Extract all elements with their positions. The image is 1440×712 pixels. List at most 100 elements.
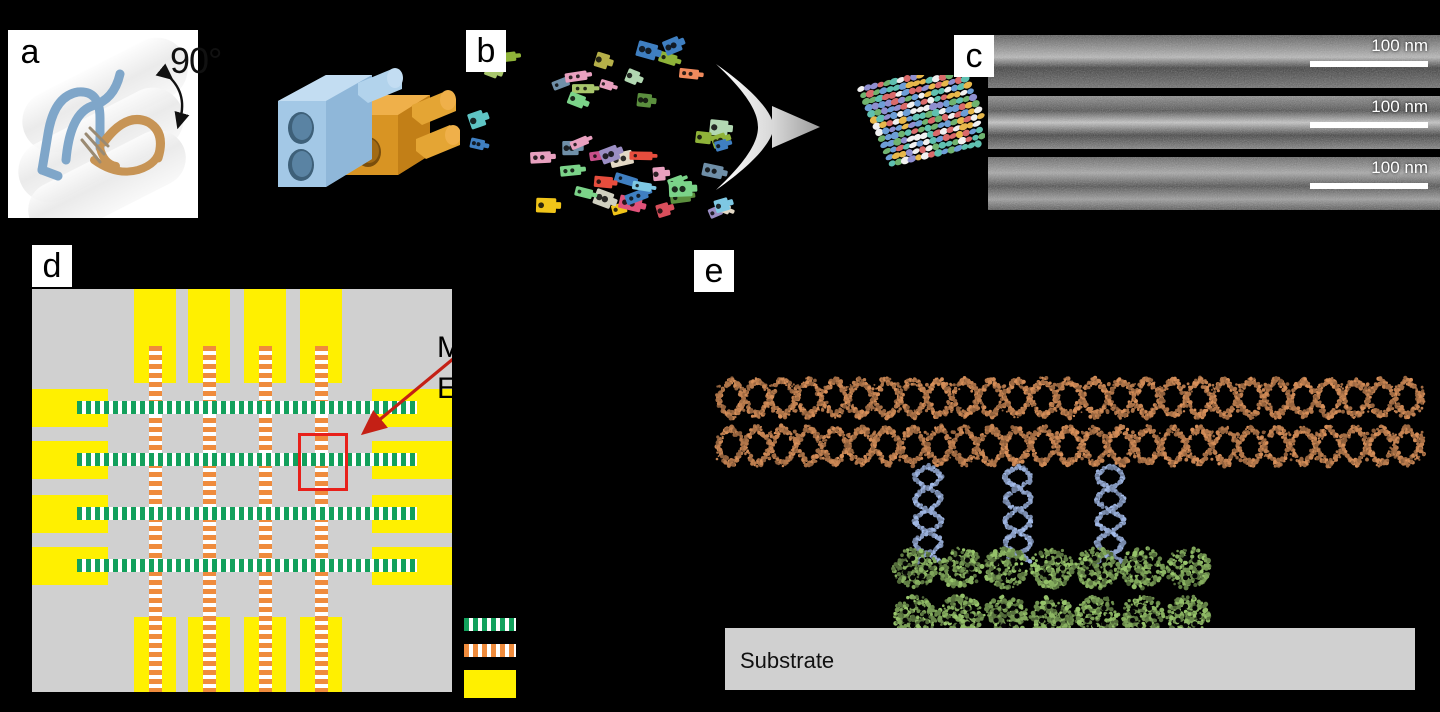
panel-b-illustration <box>460 25 960 225</box>
assembled-unit <box>892 84 901 91</box>
nanoparticle-cluster <box>1165 546 1212 591</box>
dna-brick-monomer <box>559 164 587 177</box>
assembled-unit <box>897 96 906 104</box>
assembled-unit <box>935 135 944 143</box>
assembled-unit <box>966 122 974 129</box>
assembled-unit <box>882 147 892 155</box>
assembled-unit <box>936 101 944 109</box>
assembled-unit <box>907 155 917 163</box>
dna-brick-monomer <box>593 51 614 70</box>
dna-brick-monomer <box>631 180 657 192</box>
assembled-unit <box>902 143 911 150</box>
dna-line-horizontal-2 <box>77 453 417 466</box>
assembled-unit <box>962 95 971 103</box>
dna-brick-monomer <box>678 67 704 80</box>
assembly-funnel-arrow-icon <box>716 64 820 190</box>
assembled-unit <box>919 146 927 154</box>
assembled-unit <box>953 91 961 98</box>
assembled-unit <box>917 126 925 133</box>
assembled-unit <box>916 75 925 79</box>
dna-brick-monomer <box>592 188 618 209</box>
assembled-unit <box>963 81 973 89</box>
assembled-unit <box>951 104 961 112</box>
assembled-unit <box>943 100 951 107</box>
assembled-unit <box>893 137 902 146</box>
assembled-unit <box>873 89 881 96</box>
assembled-unit <box>915 154 922 161</box>
assembled-unit <box>863 84 872 91</box>
dna-brick-monomer <box>469 137 490 151</box>
assembled-unit <box>954 111 963 118</box>
assembled-unit <box>898 82 908 90</box>
assembled-unit <box>945 106 954 114</box>
assembled-unit <box>937 88 945 95</box>
assembled-unit <box>956 117 966 125</box>
assembled-unit <box>857 86 865 92</box>
assembled-unit <box>924 110 934 118</box>
assembled-unit <box>901 88 911 96</box>
assembled-unit <box>932 129 942 137</box>
dna-brick-monomer <box>572 84 600 94</box>
assembled-unit <box>885 154 894 161</box>
assembled-unit <box>956 83 966 91</box>
assembled-unit <box>890 131 900 140</box>
assembled-unit <box>969 128 977 135</box>
assembled-unit <box>876 114 886 123</box>
assembled-unit <box>874 108 882 116</box>
assembled-unit <box>972 134 979 141</box>
assembled-unit <box>963 115 972 123</box>
assembled-unit <box>879 121 888 129</box>
assembled-unit <box>934 81 943 89</box>
assembled-unit <box>882 127 890 135</box>
dna-brick-monomer <box>535 197 562 213</box>
assembled-unit <box>966 88 974 95</box>
assembled-unit <box>916 140 924 147</box>
assembled-unit <box>950 118 959 126</box>
assembled-unit <box>941 80 950 87</box>
assembled-unit <box>895 91 903 97</box>
dna-brick-monomer <box>668 180 698 198</box>
assembled-unit <box>922 104 931 112</box>
assembled-unit <box>881 93 891 101</box>
dna-brick-monomer <box>564 70 593 83</box>
tem-micrograph-3: 100 nm <box>988 157 1440 210</box>
scattered-dna-bricks-graphic <box>467 36 735 219</box>
assembled-unit <box>864 103 873 112</box>
dna-line-horizontal-4 <box>77 559 417 572</box>
assembled-unit <box>890 98 900 106</box>
assembled-unit <box>919 132 929 140</box>
panel-label-a: a <box>8 30 52 74</box>
substrate-bar <box>725 628 1415 690</box>
assembled-unit <box>925 145 933 152</box>
nanoparticle-cluster <box>936 593 985 638</box>
dna-brick-monomer <box>569 135 593 150</box>
assembled-unit <box>953 145 963 152</box>
assembled-unit <box>968 93 978 102</box>
nanoparticle-cluster <box>938 546 985 589</box>
assembled-unit <box>895 125 903 131</box>
dna-brick-monomer <box>624 68 644 85</box>
assembled-unit <box>896 76 905 84</box>
assembled-unit <box>911 94 919 101</box>
assembled-unit <box>893 104 903 112</box>
assembled-unit <box>912 148 920 155</box>
panel-d-crossbar-schematic <box>32 289 452 692</box>
assembled-unit <box>892 118 901 125</box>
assembled-unit <box>910 75 918 81</box>
assembled-unit <box>978 133 985 140</box>
assembled-unit <box>959 123 969 131</box>
substrate-label: Substrate <box>740 648 835 673</box>
dna-brick-monomer <box>629 151 658 161</box>
assembled-unit <box>886 120 894 127</box>
assembled-unit <box>976 113 985 120</box>
scale-bar-2 <box>1310 122 1428 128</box>
dna-brick-monomer <box>655 202 675 218</box>
assembled-unit <box>939 127 948 135</box>
assembled-unit <box>900 156 910 165</box>
assembled-dna-structure-graphic <box>857 75 985 167</box>
scale-bar-label-2: 100 nm <box>1371 97 1428 116</box>
assembled-unit <box>946 92 955 99</box>
assembled-unit <box>960 89 968 96</box>
assembled-unit <box>949 133 957 139</box>
